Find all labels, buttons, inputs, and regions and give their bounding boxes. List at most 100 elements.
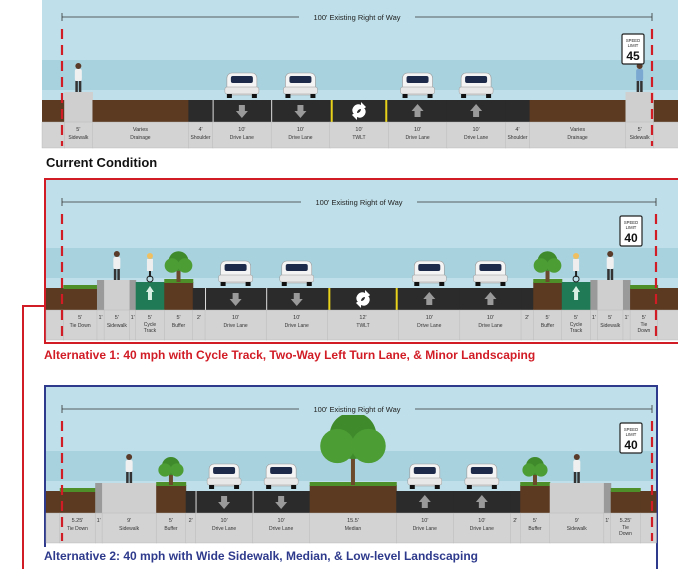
- turn-arrows-icon-2: [356, 297, 370, 308]
- segment-width-label: 5': [78, 315, 82, 321]
- dimension-label-bg: [299, 11, 415, 23]
- segment-curb: 1': [96, 280, 105, 341]
- car-icon: [279, 260, 315, 286]
- segment-name-label: Drive Lane: [478, 323, 502, 329]
- segment-name-label: TWLT: [356, 323, 369, 329]
- segment-name-label: Buffer: [528, 526, 542, 532]
- segment-shoulder: 2': [192, 288, 206, 341]
- segment-name-label: Shoulder: [507, 135, 527, 141]
- cyclist-icon: [572, 253, 580, 283]
- shrub-icon: [533, 251, 562, 282]
- dimension-label-bg: [299, 403, 415, 415]
- segment-name-label: Shoulder: [190, 135, 210, 141]
- segment-width-label: 9': [127, 518, 131, 524]
- segment-name-label: Cycle: [570, 322, 583, 328]
- speed-sign-label: SPEED: [624, 220, 638, 225]
- car-icon: [458, 72, 494, 98]
- connector-line: [22, 305, 24, 569]
- horizon-band: [42, 60, 678, 90]
- segment-label: 1': [622, 309, 631, 341]
- car-icon: [224, 72, 260, 98]
- segment-curb: 1': [129, 280, 137, 341]
- segment-label: 10'Drive Lane: [265, 309, 329, 341]
- segment-sidewalk: 5'Sidewalk: [64, 92, 94, 149]
- segment-twlt: 12'TWLT: [327, 288, 400, 341]
- dimension-ticks: [61, 13, 653, 21]
- segment-width-label: 5': [148, 315, 152, 321]
- segment-name-label: Drainage: [567, 135, 588, 141]
- down-arrow-icon: [294, 105, 307, 118]
- segment-label: 1': [129, 309, 137, 341]
- car-icon: [464, 463, 500, 489]
- segment-width-label: 10': [220, 518, 227, 524]
- segment-name-label: Sidewalk: [119, 526, 140, 532]
- segment-label: 10'Drive Lane: [212, 121, 272, 149]
- alternative-1-frame: [44, 178, 678, 344]
- down-arrow-icon: [290, 293, 303, 306]
- segment-width-label: 1': [605, 518, 609, 524]
- segment-name-label: Sidewalk: [630, 135, 651, 141]
- segment-width-label: 5': [638, 127, 642, 133]
- segment-label: 10'Drive Lane: [388, 121, 448, 149]
- dimension-ticks: [61, 405, 653, 413]
- segment-drive-lane: 10'Drive Lane: [446, 100, 507, 149]
- down-arrow-icon: [235, 105, 248, 118]
- segment-label: [657, 309, 678, 341]
- segment-width-label: Varies: [570, 127, 585, 133]
- segment-drive-lane: 10'Drive Lane: [398, 288, 461, 341]
- segment-width-label: 5': [115, 315, 119, 321]
- up-arrow-icon: [418, 495, 431, 508]
- segment-width-label: 9': [575, 518, 579, 524]
- segment-label: 5'Buffer: [164, 309, 194, 341]
- speed-limit-value: 40: [624, 438, 638, 452]
- segment-width-label: 1': [97, 518, 101, 524]
- speed-sign-label-2: LIMIT: [626, 225, 637, 230]
- segment-drive-lane: 10'Drive Lane: [195, 491, 254, 544]
- speed-sign-label-2: LIMIT: [628, 43, 639, 48]
- segment-shoulder: 2': [510, 491, 521, 544]
- down-arrow-icon: [218, 496, 231, 509]
- segment-label: [640, 512, 657, 544]
- shrub-icon: [522, 457, 548, 485]
- pedestrian-icon: [636, 63, 644, 92]
- segment-dirt: [45, 288, 65, 341]
- segment-name-label: Buffer: [172, 323, 186, 329]
- segment-width-label: 2': [513, 518, 517, 524]
- down-arrow-icon: [275, 496, 288, 509]
- segment-name-label: Drive Lane: [405, 135, 429, 141]
- segment-width-label: 5': [533, 518, 537, 524]
- segment-label: [45, 512, 61, 544]
- segment-label: 5' Tie Down: [63, 309, 98, 341]
- segment-width-label: 10': [297, 127, 304, 133]
- segment-dirt: [640, 491, 657, 544]
- connector-line-stub: [22, 305, 46, 307]
- segment-label: 9' Sidewalk: [101, 512, 157, 544]
- segment-name-label: Tie Down: [70, 323, 91, 329]
- segment-width-label: 10': [487, 315, 494, 321]
- segment-label: 10' Drive Lane: [270, 121, 331, 149]
- segment-shoulder: 2': [520, 288, 534, 341]
- segment-label: 5'Sidewalk: [103, 309, 131, 341]
- segment-width-label: 1': [98, 315, 102, 321]
- speed-sign-label: SPEED: [624, 427, 638, 432]
- segment-name-label: Drive Lane: [285, 323, 309, 329]
- segment-label: 2': [185, 512, 197, 544]
- segment-label: 2': [510, 512, 521, 544]
- segment-label: 5'Buffer: [155, 512, 187, 544]
- pedestrian-icon: [74, 63, 82, 92]
- horizon-band: [46, 248, 678, 278]
- segment-width-label: 2': [189, 518, 193, 524]
- segment-width-label: 10': [238, 127, 245, 133]
- segment-width-label: 1': [592, 315, 596, 321]
- segment-name-label: Drive Lane: [288, 135, 312, 141]
- segment-width-label: 10': [232, 315, 239, 321]
- segment-tie-down: 5.25'Tie Down: [59, 488, 96, 544]
- median-tree-icon: [320, 412, 386, 485]
- current-cross-section: 5'SidewalkVariesDrainage4'Shoulder10'Dri…: [41, 0, 678, 149]
- segment-width-label: 10': [355, 127, 362, 133]
- up-arrow-icon: [411, 104, 424, 117]
